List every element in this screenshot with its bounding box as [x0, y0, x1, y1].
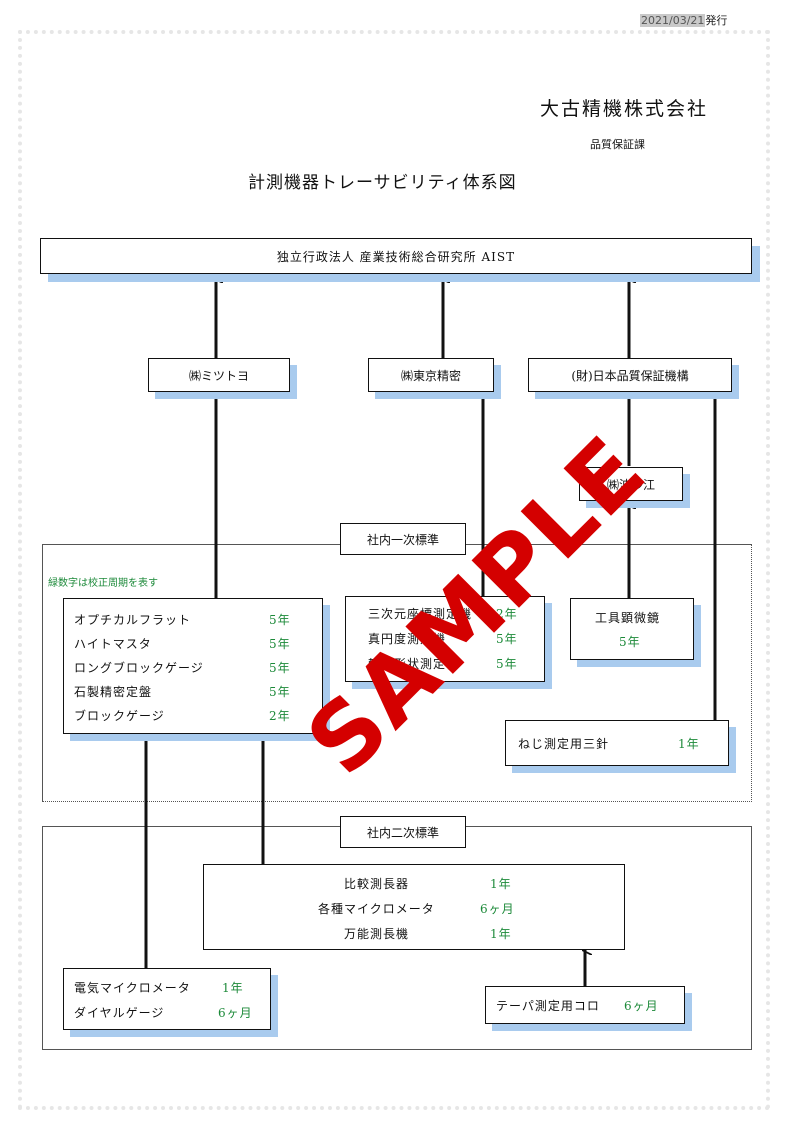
department: 品質保証課: [590, 138, 645, 151]
mitutoyo-box: ㈱ミツトヨ: [148, 358, 290, 392]
primary-mid-item: 真円度測定機: [368, 632, 447, 646]
primary-left-cycle: 5年: [269, 661, 291, 675]
hatae-box: ㈱波多江: [579, 467, 683, 501]
primary-left-item: ロングブロックゲージ: [74, 661, 204, 675]
secondary-center-item: 比較測長器: [344, 877, 410, 891]
tokyo-seimitsu-label: ㈱東京精密: [400, 368, 461, 383]
thread-wire-box: ねじ測定用三針 1年: [505, 720, 729, 766]
primary-left-cycle: 5年: [269, 613, 291, 627]
tool-microscope-box: 工具顕微鏡 5年: [570, 598, 694, 660]
primary-mid-cycle: 2年: [496, 607, 518, 621]
aist-label: 独立行政法人 産業技術総合研究所 AIST: [276, 249, 516, 264]
primary-left-item: 石製精密定盤: [74, 685, 153, 699]
secondary-center-cycle: 1年: [490, 927, 512, 941]
hatae-label: ㈱波多江: [606, 477, 655, 492]
secondary-standard-title: 社内二次標準: [340, 816, 466, 848]
tokyo-seimitsu-box: ㈱東京精密: [368, 358, 494, 392]
taper-roller-box: テーパ測定用コロ 6ヶ月: [485, 986, 685, 1024]
taper-roller-label: テーパ測定用コロ: [496, 999, 600, 1013]
primary-left-cycle: 5年: [269, 637, 291, 651]
secondary-left-cycle: 6ヶ月: [218, 1006, 253, 1020]
primary-left-item: ブロックゲージ: [74, 709, 165, 723]
issue-date: 2021/03/21発行: [640, 14, 728, 27]
taper-roller-cycle: 6ヶ月: [624, 999, 659, 1013]
document-title: 計測機器トレーサビリティ体系図: [248, 173, 517, 193]
mitutoyo-label: ㈱ミツトヨ: [188, 368, 249, 383]
secondary-left-item: 電気マイクロメータ: [74, 981, 191, 995]
primary-mid-item: 三次元座標測定機: [368, 607, 473, 621]
thread-wire-cycle: 1年: [678, 737, 700, 751]
secondary-center-box: 比較測長器 1年 各種マイクロメータ 6ヶ月 万能測長機 1年: [203, 864, 625, 950]
secondary-center-item: 万能測長機: [344, 927, 410, 941]
primary-mid-cycle: 5年: [496, 632, 518, 646]
primary-left-item: オプチカルフラット: [74, 613, 192, 627]
cycle-note: 緑数字は校正周期を表す: [48, 578, 158, 589]
secondary-left-item: ダイヤルゲージ: [74, 1006, 165, 1020]
page-frame: [18, 30, 770, 1110]
primary-standard-title: 社内一次標準: [340, 523, 466, 555]
primary-left-cycle: 5年: [269, 685, 291, 699]
secondary-left-box: 電気マイクロメータ 1年 ダイヤルゲージ 6ヶ月: [63, 968, 271, 1030]
primary-left-box: オプチカルフラット 5年 ハイトマスタ 5年 ロングブロックゲージ 5年 石製精…: [63, 598, 323, 734]
secondary-center-cycle: 1年: [490, 877, 512, 891]
primary-left-item: ハイトマスタ: [74, 637, 152, 651]
primary-mid-cycle: 5年: [496, 657, 518, 671]
primary-left-cycle: 2年: [269, 709, 291, 723]
thread-wire-label: ねじ測定用三針: [518, 737, 610, 751]
tool-microscope-cycle: 5年: [619, 635, 641, 649]
company-name: 大古精機株式会社: [540, 98, 709, 120]
secondary-left-cycle: 1年: [222, 981, 244, 995]
jqa-box: (財)日本品質保証機構: [528, 358, 732, 392]
aist-box: 独立行政法人 産業技術総合研究所 AIST: [40, 238, 752, 274]
tool-microscope-label: 工具顕微鏡: [595, 611, 661, 625]
primary-mid-item: 輪郭形状測定機: [368, 657, 460, 671]
primary-mid-box: 三次元座標測定機 2年 真円度測定機 5年 輪郭形状測定機 5年: [345, 596, 545, 682]
secondary-center-item: 各種マイクロメータ: [318, 902, 435, 916]
secondary-center-cycle: 6ヶ月: [480, 902, 515, 916]
jqa-label: (財)日本品質保証機構: [571, 368, 689, 383]
